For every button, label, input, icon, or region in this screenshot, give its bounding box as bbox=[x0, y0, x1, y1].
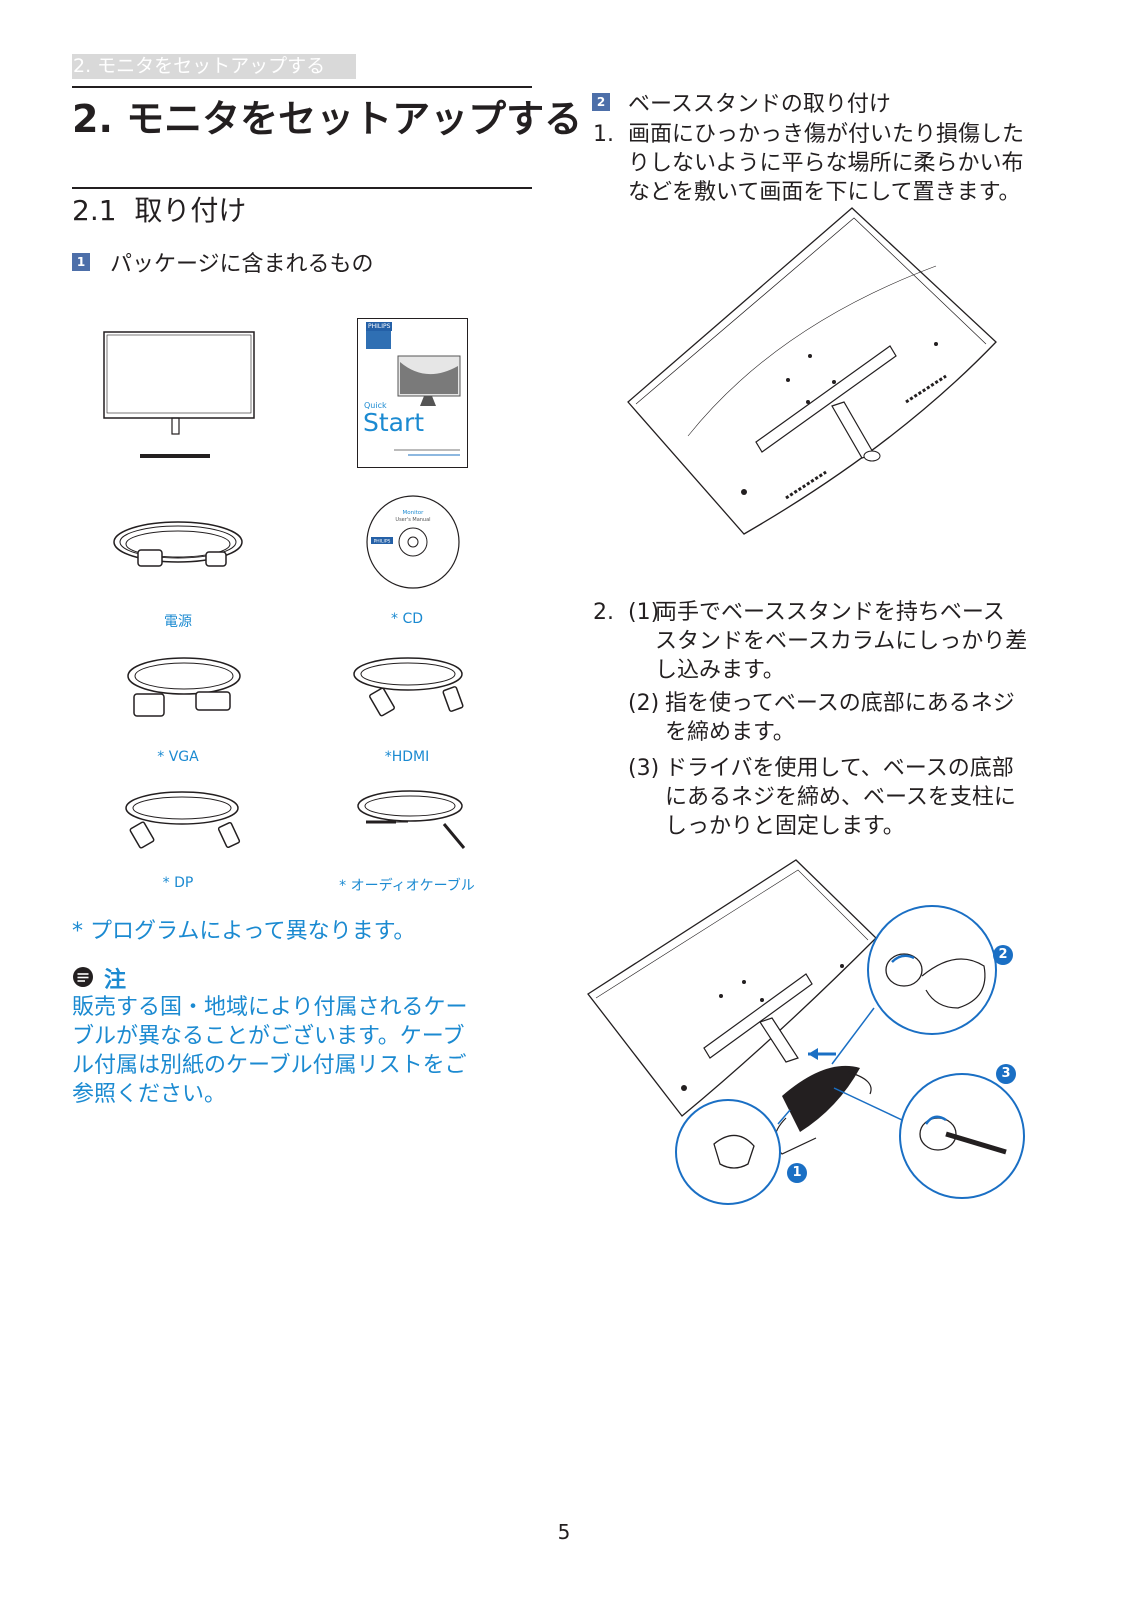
quick-start-footer-line bbox=[394, 449, 460, 451]
section-rule bbox=[72, 187, 532, 189]
quick-start-guide: PHILIPS Quick Start bbox=[357, 318, 468, 468]
note-line: 参照ください。 bbox=[72, 1082, 227, 1107]
note-line: 販売する国・地域により付属されるケー bbox=[72, 995, 468, 1020]
note-label: 注 bbox=[104, 968, 127, 993]
quick-start-footer-line-2 bbox=[408, 454, 460, 456]
monitor-illustration bbox=[103, 331, 255, 458]
audio-cable-illustration bbox=[357, 790, 466, 849]
note-icon bbox=[73, 967, 93, 987]
callout-1: 1 bbox=[787, 1163, 807, 1183]
step2-part1-line: スタンドをベースカラムにしっかり差 bbox=[655, 629, 1028, 654]
item-caption-vga: * VGA bbox=[157, 749, 199, 765]
callout-2: 2 bbox=[993, 945, 1013, 965]
item-caption-dp: * DP bbox=[162, 875, 194, 891]
title-rule bbox=[72, 86, 532, 88]
step2-item1-text: 画面にひっかっき傷が付いたり損傷した りしないように平らな場所に柔らかい布 など… bbox=[628, 120, 1068, 207]
quick-start-brand: PHILIPS bbox=[366, 322, 393, 331]
step2-item2-part3-text: ドライバを使用して、ベースの底部 にあるネジを締め、ベースを支柱に しっかりと固… bbox=[665, 754, 1055, 841]
cd-title: Monitor bbox=[403, 510, 425, 516]
section-heading: 2.1 取り付け bbox=[72, 189, 246, 229]
quick-start-monitor-icon bbox=[397, 355, 461, 406]
page-number: 5 bbox=[557, 1520, 571, 1544]
item-caption-power: 電源 bbox=[164, 614, 192, 630]
step2-title: ベーススタンドの取り付け bbox=[628, 92, 891, 117]
step2-item1-number: 1. bbox=[593, 122, 614, 147]
section-title: 取り付け bbox=[134, 194, 247, 227]
page-title: 2. モニタをセットアップする bbox=[72, 97, 583, 141]
step2-part3-line: しっかりと固定します。 bbox=[665, 814, 905, 839]
cd-brand: PHILIPS bbox=[374, 539, 391, 545]
base-assembly-illustration bbox=[587, 859, 1025, 1205]
step2-badge: 2 bbox=[592, 93, 610, 111]
note-text: 販売する国・地域により付属されるケー ブルが異なることがございます。ケーブ ル付… bbox=[72, 993, 532, 1109]
monitor-face-down-illustration bbox=[627, 207, 997, 535]
step2-part2-line: 指を使ってベースの底部にあるネジ bbox=[665, 691, 1015, 716]
quick-start-small: Quick bbox=[364, 401, 387, 410]
step2-item1-line: などを敷いて画面を下にして置きます。 bbox=[628, 180, 1021, 205]
chapter-tab: 2. モニタをセットアップする bbox=[72, 54, 356, 79]
step2-item1-line: りしないように平らな場所に柔らかい布 bbox=[628, 151, 1024, 176]
vga-cable-illustration bbox=[127, 657, 241, 717]
step2-part3-line: にあるネジを締め、ベースを支柱に bbox=[665, 785, 1016, 810]
cd-subtitle: User's Manual bbox=[395, 517, 430, 523]
step2-item2-number: 2. bbox=[593, 600, 614, 625]
step1-badge: 1 bbox=[72, 253, 90, 271]
dp-cable-illustration bbox=[125, 791, 241, 849]
step2-item2-part2-text: 指を使ってベースの底部にあるネジ を締めます。 bbox=[665, 689, 1055, 747]
quick-start-band bbox=[366, 331, 391, 349]
note-line: ブルが異なることがございます。ケーブ bbox=[72, 1024, 465, 1049]
hdmi-cable-illustration bbox=[353, 657, 464, 717]
step2-item2-part2-label: (2) bbox=[628, 691, 660, 716]
step2-item2-part3-label: (3) bbox=[628, 756, 660, 781]
step2-item1-line: 画面にひっかっき傷が付いたり損傷した bbox=[628, 122, 1025, 147]
step2-part3-line: ドライバを使用して、ベースの底部 bbox=[665, 756, 1014, 781]
cd-disc: Monitor User's Manual PHILIPS bbox=[366, 495, 460, 589]
step2-item2-part1-label: (1) bbox=[628, 600, 660, 625]
step2-part2-line: を締めます。 bbox=[665, 720, 795, 745]
callout-3: 3 bbox=[996, 1064, 1016, 1084]
quick-start-big: Start bbox=[363, 408, 425, 437]
note-line: ル付属は別紙のケーブル付属リストをご bbox=[72, 1053, 467, 1078]
step2-item2-part1-text: 両手でベーススタンドを持ちベース スタンドをベースカラムにしっかり差 し込みます… bbox=[655, 598, 1055, 685]
step2-part1-line: し込みます。 bbox=[655, 658, 785, 683]
step2-part1-line: 両手でベーススタンドを持ちベース bbox=[655, 600, 1005, 625]
step1-title: パッケージに含まれるもの bbox=[110, 252, 374, 277]
power-cable-illustration bbox=[113, 521, 243, 567]
item-caption-hdmi: *HDMI bbox=[384, 749, 430, 765]
item-caption-cd: * CD bbox=[390, 611, 424, 627]
program-note: * プログラムによって異なります。 bbox=[72, 919, 416, 944]
section-number: 2.1 bbox=[72, 194, 117, 227]
item-caption-audio: * オーディオケーブル bbox=[339, 878, 475, 894]
